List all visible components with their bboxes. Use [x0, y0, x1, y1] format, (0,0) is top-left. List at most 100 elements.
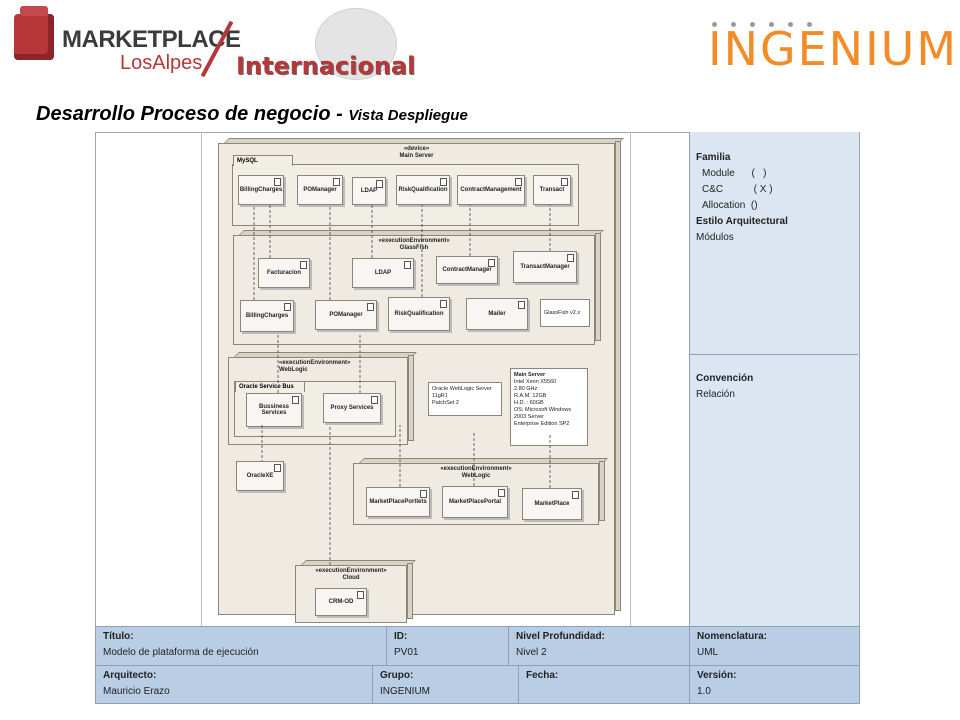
grupo-cell: Grupo:INGENIUM — [380, 668, 430, 700]
panel-separator — [689, 354, 858, 355]
cloud-label: Cloud — [342, 575, 360, 581]
weblogic-note-line2: 11gR1 — [432, 393, 448, 399]
table-col-divider — [386, 627, 387, 665]
crm-od-component: CRM-OD — [315, 588, 367, 616]
gf-billingcharges: BillingCharges — [240, 300, 294, 332]
titulo-value: Modelo de plataforma de ejecución — [103, 647, 259, 658]
fecha-label: Fecha: — [526, 670, 559, 681]
frame-divider-right — [630, 132, 631, 626]
convencion-block: Convención Relación — [696, 371, 753, 403]
spec-note-line: H.D. : 60GB — [514, 400, 544, 406]
weblogic-server-note: Oracle WebLogic Server 11gR1 PatchSet 2 — [428, 382, 502, 416]
metadata-table: Título: Modelo de plataforma de ejecución… — [95, 626, 860, 704]
mysql-ldap-label: LDAP — [360, 188, 378, 194]
version-value: 1.0 — [697, 686, 711, 697]
frame-divider-left — [201, 132, 202, 626]
component-icon — [518, 301, 525, 309]
mysql-ldap: LDAP — [352, 177, 386, 205]
spec-note-line: R.A.M. 12GB — [514, 393, 547, 399]
mysql-pomanager: POManager — [297, 175, 343, 205]
gf-facturacion-label: Facturacion — [266, 270, 301, 276]
mysql-pomanager-label: POManager — [303, 187, 337, 193]
wl-marketplaceportal: MarketPlacePortal — [442, 486, 508, 518]
gf-ldap: LDAP — [352, 258, 414, 288]
component-icon — [498, 489, 505, 497]
page-title-main: Desarrollo Proceso de negocio - — [36, 103, 349, 125]
cloud-stereotype: «executionEnvironment» — [315, 568, 387, 574]
oraclexe-component: OracleXE — [236, 461, 284, 491]
wl-marketplaceportlets-label: MarketPlacePortlets — [369, 499, 427, 505]
mysql-label: MySQL — [233, 155, 293, 166]
component-icon — [376, 180, 383, 188]
mysql-billingcharges-label: BillingCharges — [239, 187, 283, 193]
id-value: PV01 — [394, 647, 419, 658]
titulo-label: Título: — [103, 631, 134, 642]
component-icon — [274, 464, 281, 472]
gf-pomanager: POManager — [315, 300, 377, 330]
main-server-stereotype: «device» — [403, 146, 430, 152]
mysql-riskqualification-label: RiskQualification — [398, 187, 448, 193]
osb-business-services-label: Bussiness Services — [258, 404, 289, 416]
gf-billingcharges-label: BillingCharges — [245, 313, 289, 319]
weblogic-portal-label: WebLogic — [461, 473, 491, 479]
nivel-value: Nivel 2 — [516, 647, 547, 658]
marketplace-logo-sub: LosAlpes — [120, 52, 203, 74]
weblogic-osb-stereotype: «executionEnvironment» — [279, 360, 351, 366]
estilo-label: Estilo Arquitectural — [696, 216, 788, 227]
estilo-value: Módulos — [696, 232, 734, 243]
arquitecto-value: Mauricio Erazo — [103, 686, 170, 697]
oracle-service-bus-label: Oracle Service Bus — [235, 381, 305, 392]
marketplace-logo-text: MARKETPLACE — [62, 26, 241, 53]
version-label: Versión: — [697, 670, 737, 681]
gf-transactmanager-label: TransactManager — [520, 264, 570, 270]
familia-module: Module ( ) — [702, 168, 767, 179]
weblogic-note-line3: PatchSet 2 — [432, 400, 459, 406]
familia-cc: C&C ( X ) — [702, 184, 773, 195]
glassfish-label: GlassFish — [399, 245, 429, 251]
familia-label: Familia — [696, 152, 731, 163]
ingenium-logo: INGENIUM — [708, 22, 959, 76]
gf-ldap-label: LDAP — [374, 270, 392, 276]
main-server-spec-note: Main Server Intel Xeon X5560 2.80 GHz R.… — [510, 368, 588, 446]
spec-note-line: OS: Microsoft Windows — [514, 407, 572, 413]
mysql-transact: Transact — [533, 175, 571, 205]
table-col-divider — [689, 627, 690, 703]
spec-note-line: Intel Xeon X5560 — [514, 379, 557, 385]
osb-proxy-services: Proxy Services — [323, 393, 381, 423]
spec-note-title: Main Server — [514, 372, 546, 378]
gf-transactmanager: TransactManager — [513, 251, 577, 283]
weblogic-note-line1: Oracle WebLogic Server — [432, 386, 492, 392]
properties-panel — [689, 132, 859, 626]
component-icon — [515, 178, 522, 186]
osb-proxy-services-label: Proxy Services — [330, 405, 374, 411]
nomenclatura-value: UML — [697, 647, 719, 658]
wl-marketplaceportlets: MarketPlacePortlets — [366, 487, 430, 517]
ingenium-dots — [712, 14, 826, 32]
table-col-divider — [518, 665, 519, 703]
arquitecto-label: Arquitecto: — [103, 670, 157, 681]
component-icon — [357, 591, 364, 599]
mysql-contractmanagement: ContractManagement — [457, 175, 525, 205]
component-icon — [371, 396, 378, 404]
gf-contractmanager-label: ContractManager — [442, 267, 492, 273]
gf-facturacion: Facturacion — [258, 258, 310, 288]
page-title: Desarrollo Proceso de negocio - Vista De… — [36, 103, 468, 126]
gf-mailer: Mailer — [466, 298, 528, 330]
osb-business-services: Bussiness Services — [246, 393, 302, 427]
component-icon — [292, 396, 299, 404]
familia-allocation: Allocation () — [702, 200, 758, 211]
crm-od-label: CRM-OD — [328, 599, 354, 605]
marketplace-cube-logo — [14, 6, 54, 60]
table-col-divider — [508, 627, 509, 665]
familia-block: Familia Module ( ) C&C ( X ) Allocation … — [696, 150, 788, 246]
component-icon — [440, 300, 447, 308]
grupo-label: Grupo: — [380, 670, 414, 681]
spec-note-line: 2003 Server — [514, 414, 544, 420]
arquitecto-cell: Arquitecto: Mauricio Erazo — [103, 668, 170, 700]
version-cell: Versión: 1.0 — [697, 668, 736, 700]
main-server-label: Main Server — [399, 153, 434, 159]
component-icon — [284, 303, 291, 311]
mysql-transact-label: Transact — [539, 187, 565, 193]
component-icon — [561, 178, 568, 186]
mysql-billingcharges: BillingCharges — [238, 175, 284, 205]
